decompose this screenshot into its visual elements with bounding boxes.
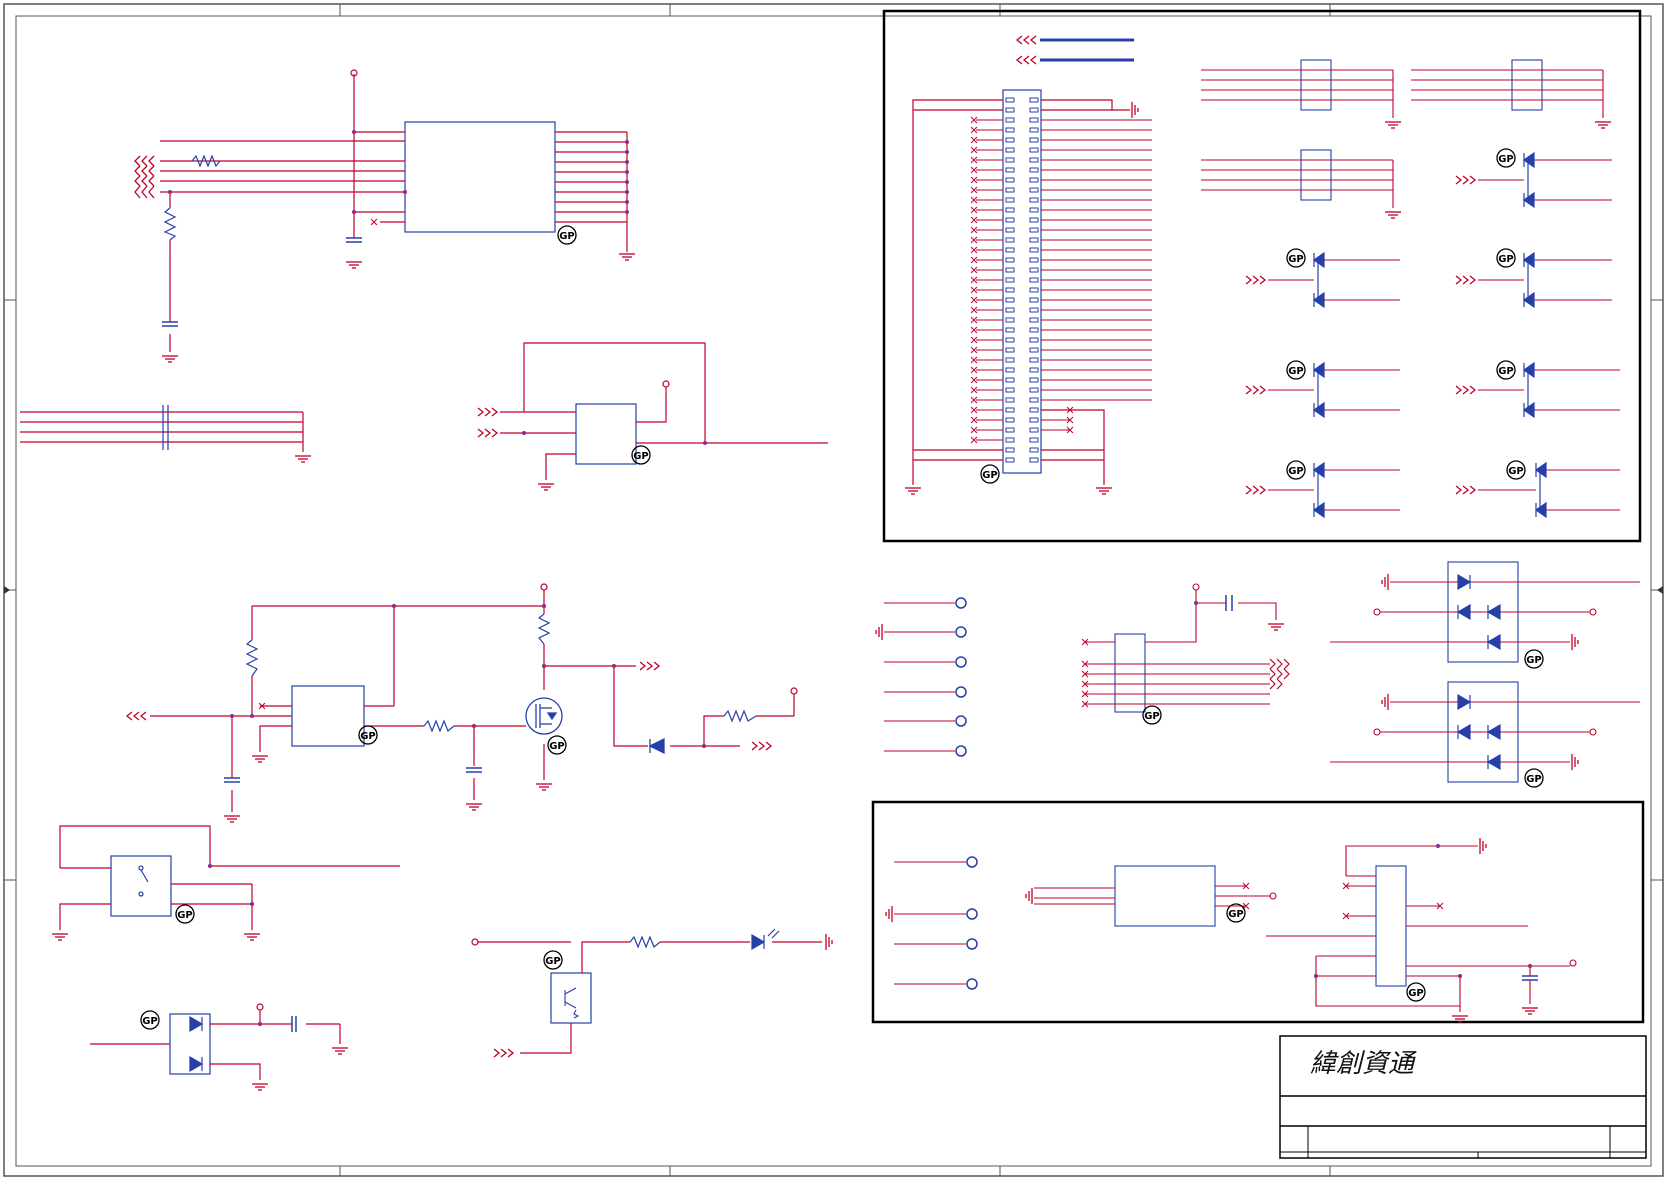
gp-marker-label: GP (1498, 254, 1514, 265)
left-bus (20, 405, 304, 452)
tvs-diodes (1456, 573, 1501, 771)
gp-marker-ring (1286, 360, 1306, 380)
gp-marker-ring (547, 735, 567, 755)
ic-block-mid (500, 342, 828, 480)
gp-marker-label: GP (1526, 655, 1542, 666)
peripheral-test-points (894, 861, 966, 985)
gp-marker-ring (631, 445, 651, 465)
capacitor (162, 237, 362, 327)
gp-marker-label: GP (559, 231, 575, 242)
gp-marker-label: GP (1498, 154, 1514, 165)
gp-marker-label: GP (549, 741, 565, 752)
gp-marker-ring (358, 725, 378, 745)
diode-pair-bottom-left (90, 1003, 341, 1080)
main-connector (970, 89, 1152, 474)
resistor (191, 154, 221, 168)
gp-marker-label: GP (1288, 466, 1304, 477)
mid-connector (1085, 583, 1277, 713)
gp-marker-ring (1496, 360, 1516, 380)
gp-marker-ring (1496, 248, 1516, 268)
gp-marker-label: GP (1228, 909, 1244, 920)
gp-marker-ring (1524, 768, 1544, 788)
opto-transistor (564, 987, 580, 1019)
gp-marker-ring (1286, 248, 1306, 268)
gp-marker-label: GP (142, 1016, 158, 1027)
inner-border (15, 15, 1652, 1167)
test-points (884, 602, 955, 752)
title-block (1279, 1035, 1647, 1159)
mid-connector-arrows (1269, 658, 1290, 690)
gp-marker-label: GP (1288, 366, 1304, 377)
mosfet-transistor (525, 697, 563, 735)
gp-marker-label: GP (177, 910, 193, 921)
zener-diode (648, 737, 665, 755)
gp-marker-label: GP (360, 731, 376, 742)
bus-legend (1016, 35, 1134, 65)
gp-marker-ring (1524, 649, 1544, 669)
right-arrow-marker (1657, 586, 1663, 594)
gp-marker-ring (1406, 982, 1426, 1002)
small-connector-1 (1201, 59, 1394, 118)
left-arrow-marker (4, 586, 10, 594)
gp-marker-label: GP (1288, 254, 1304, 265)
esd-diode-pairs (1245, 152, 1620, 518)
diodes-bottom-left (189, 1015, 297, 1073)
gp-marker-label: GP (1408, 988, 1424, 999)
gp-marker-ring (1142, 705, 1162, 725)
gp-marker-ring (1226, 903, 1246, 923)
peripheral-connector (1266, 845, 1577, 1012)
gp-marker-label: GP (545, 956, 561, 967)
gp-marker-label: GP (1526, 774, 1542, 785)
ic-block-top-left (160, 69, 628, 352)
gp-markers: GP GP GP GP GP GP GP GP GP GP GP GP GP GP GP GP GP GP GP GP (140, 148, 1544, 1030)
gp-marker-ring (140, 1010, 160, 1030)
tvs-array-1 (1330, 561, 1640, 663)
gp-marker-label: GP (1498, 366, 1514, 377)
gp-marker-label: GP (1144, 711, 1160, 722)
gp-marker-ring (980, 464, 1000, 484)
gp-marker-ring (175, 904, 195, 924)
region-box-peripheral (871, 800, 1645, 1024)
opto-led-block (471, 938, 822, 1054)
resistors-mosfet (224, 613, 757, 783)
input-arrows-top-left (134, 155, 155, 199)
small-connector-2 (1411, 59, 1604, 118)
gp-marker-ring (1506, 460, 1526, 480)
led-diode (751, 928, 780, 951)
main-connector-wires (912, 99, 1130, 485)
gp-marker-ring (557, 225, 577, 245)
gp-marker-label: GP (1508, 466, 1524, 477)
gp-marker-label: GP (633, 451, 649, 462)
gp-marker-ring (1496, 148, 1516, 168)
small-connector-3 (1201, 149, 1394, 208)
switch-block (59, 825, 400, 930)
region-box-connectors (882, 9, 1642, 543)
resistor (163, 207, 177, 241)
gp-marker-ring (1286, 460, 1306, 480)
company-name: 緯創資通 (1310, 1049, 1417, 1079)
gp-marker-ring (543, 950, 563, 970)
gp-marker-label: GP (982, 470, 998, 481)
mosfet-block (150, 583, 798, 812)
junctions (168, 130, 629, 214)
tvs-array-2 (1330, 681, 1640, 783)
resistor (629, 935, 661, 949)
test-point-pads (955, 597, 967, 757)
